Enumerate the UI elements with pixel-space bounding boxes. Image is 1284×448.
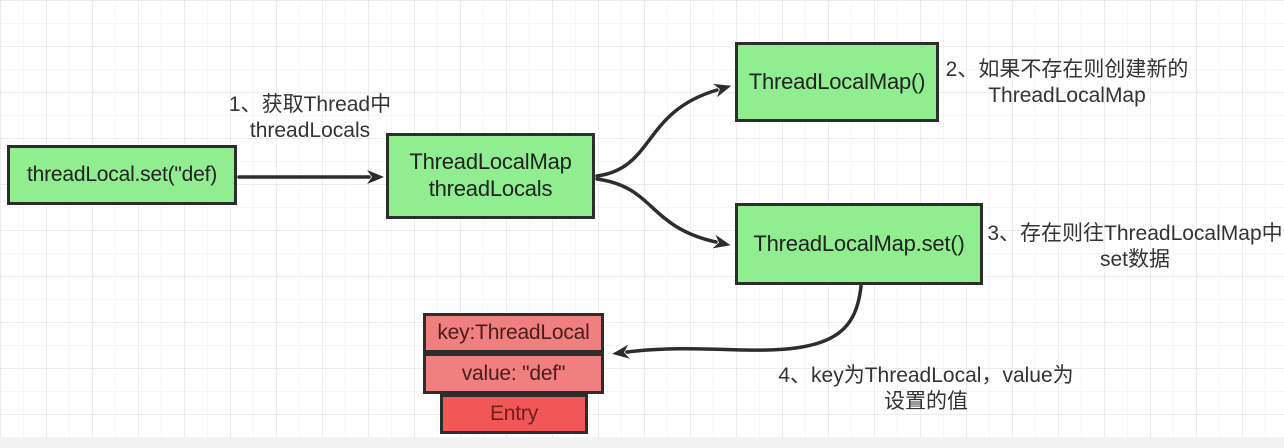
node-threadlocalmap-threadlocals: ThreadLocalMap threadLocals [386, 133, 595, 219]
arrow-set-to-entry [612, 284, 863, 359]
node-label: ThreadLocalMap.set() [753, 230, 965, 256]
bottom-edge-strip [0, 438, 1284, 448]
node-label: Entry [489, 402, 538, 426]
annotation-line1: 2、如果不存在则创建新的 [945, 58, 1189, 81]
node-label: value: "def" [461, 361, 566, 385]
node-label-line1: ThreadLocalMap [409, 149, 572, 175]
node-label: threadLocal.set("def) [26, 163, 218, 187]
annotation-line2: 设置的值 [884, 390, 968, 414]
annotation-line2: ThreadLocalMap [988, 84, 1146, 108]
node-threadlocal-set-call: threadLocal.set("def) [7, 145, 237, 205]
annotation-step-4: 4、key为ThreadLocal，value为 设置的值 [778, 363, 1074, 416]
annotation-line2: threadLocals [249, 119, 371, 143]
annotation-step-2: 2、如果不存在则创建新的 ThreadLocalMap [944, 57, 1190, 110]
arrow-map-to-constructor [595, 83, 732, 178]
node-threadlocalmap-constructor: ThreadLocalMap() [735, 42, 939, 122]
annotation-line1: 1、获取Thread中 [228, 93, 392, 116]
arrow-map-to-set [595, 177, 731, 249]
annotation-step-3: 3、存在则往ThreadLocalMap中 set数据 [986, 221, 1284, 274]
node-entry-key: key:ThreadLocal [423, 313, 604, 353]
annotation-line1: 3、存在则往ThreadLocalMap中 [987, 222, 1283, 245]
node-label: key:ThreadLocal [437, 321, 590, 345]
annotation-line1: 4、key为ThreadLocal，value为 [778, 364, 1074, 387]
node-entry-value: value: "def" [423, 353, 604, 394]
node-entry: Entry [440, 394, 588, 434]
node-label-line2: threadLocals [428, 176, 553, 201]
annotation-line2: set数据 [1099, 248, 1170, 272]
node-label: ThreadLocalMap() [748, 68, 926, 94]
node-threadlocalmap-set: ThreadLocalMap.set() [735, 203, 983, 285]
annotation-step-1: 1、获取Thread中 threadLocals [218, 92, 402, 145]
